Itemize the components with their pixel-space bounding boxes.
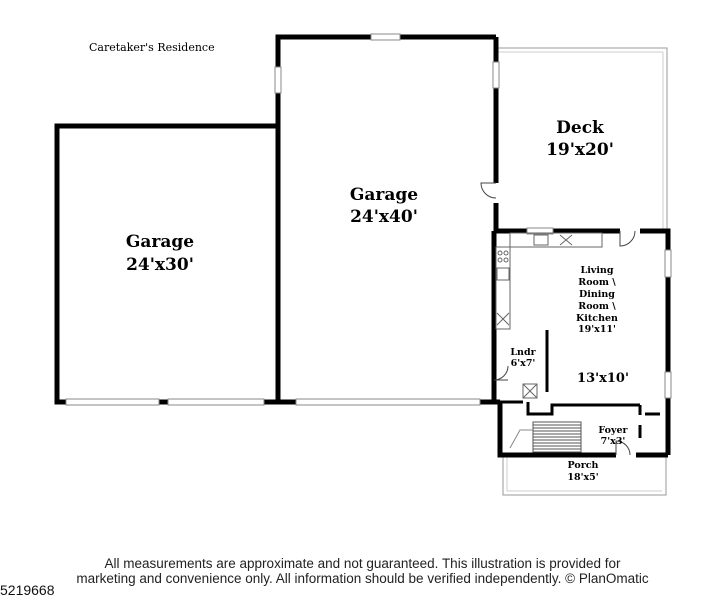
living-label: Living Room \ Dining Room \ Kitchen 19'x… <box>576 265 618 335</box>
garage-left-size: 24'x30' <box>126 255 194 275</box>
disclaimer-line-2: marketing and convenience only. All info… <box>76 571 649 586</box>
living-line: Kitchen <box>576 313 618 324</box>
garage-center-size: 24'x40' <box>350 207 418 227</box>
deck-name: Deck <box>556 118 605 138</box>
bedroom-size: 13'x10' <box>577 371 629 386</box>
stairs <box>509 421 582 453</box>
interior-walls <box>500 330 660 438</box>
garage-left-name: Garage <box>126 232 194 252</box>
door-swings <box>480 182 636 456</box>
lndr-name: Lndr <box>510 347 536 358</box>
exterior-walls <box>54 34 671 458</box>
listing-id: 5219668 <box>0 582 55 598</box>
porch-size: 18'x5' <box>567 472 598 483</box>
living-line: Room \ <box>578 301 616 312</box>
foyer-size: 7'x3' <box>601 436 626 447</box>
caption: Caretaker's Residence <box>89 41 215 54</box>
porch-name: Porch <box>568 460 599 471</box>
windows <box>65 33 672 406</box>
porch-outline <box>502 455 667 496</box>
living-line: Dining <box>579 289 615 300</box>
living-size: 19'x11' <box>578 324 616 335</box>
deck-outline <box>497 47 668 230</box>
foyer-name: Foyer <box>598 425 628 436</box>
garage-center-name: Garage <box>350 185 418 205</box>
deck-size: 19'x20' <box>546 140 614 160</box>
living-line: Room \ <box>578 277 616 288</box>
disclaimer-line-1: All measurements are approximate and not… <box>104 556 621 571</box>
kitchen-counters <box>495 232 603 399</box>
living-line: Living <box>581 265 614 276</box>
floor-plan: Caretaker's Residence Garage 24'x30' Gar… <box>54 33 672 496</box>
lndr-size: 6'x7' <box>511 358 536 369</box>
